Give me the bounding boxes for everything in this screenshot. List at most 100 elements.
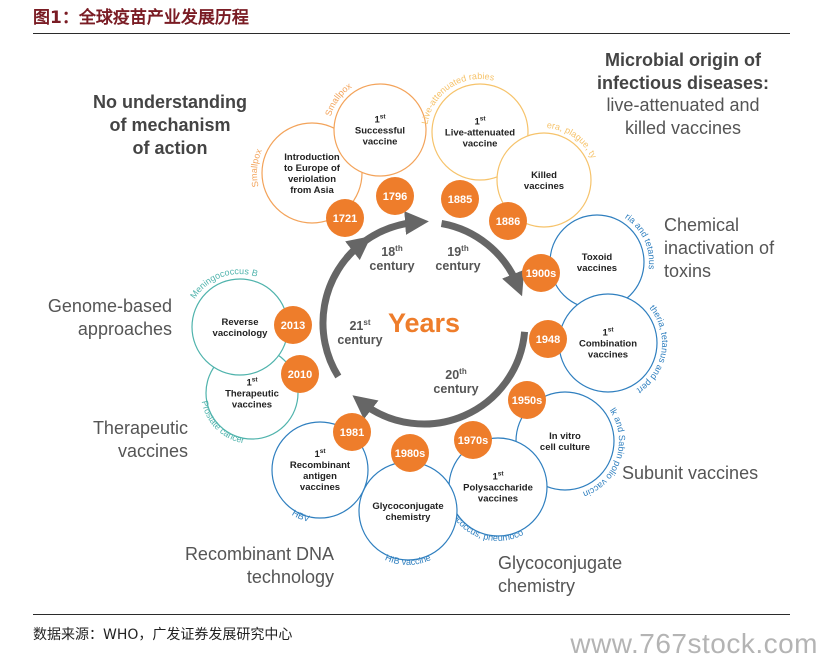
year-badge-label: 1981 bbox=[340, 427, 364, 439]
ordinal-number: 1 bbox=[492, 472, 498, 483]
ordinal-suffix: st bbox=[320, 448, 327, 455]
milestone-circle bbox=[333, 83, 427, 177]
century-ordinal: 21st bbox=[349, 318, 370, 333]
milestone-text: chemistry bbox=[386, 512, 432, 523]
ordinal-suffix: st bbox=[498, 471, 505, 478]
top-divider bbox=[33, 33, 790, 34]
milestone-text: Combination bbox=[579, 339, 637, 350]
milestone-text: vaccines bbox=[300, 482, 340, 493]
milestone-text: Therapeutic bbox=[225, 389, 279, 400]
year-badge bbox=[441, 180, 479, 218]
milestone-text: Recombinant bbox=[290, 460, 351, 471]
milestone-text: vaccines bbox=[588, 350, 628, 361]
ordinal-number: 1 bbox=[474, 117, 480, 128]
ordinal-suffix: st bbox=[608, 327, 615, 334]
year-badge-label: 1796 bbox=[383, 191, 407, 203]
milestone-text: vaccines bbox=[524, 181, 564, 192]
century-word: century bbox=[435, 259, 480, 273]
milestone-circle bbox=[496, 132, 592, 228]
milestone-text: vaccines bbox=[577, 263, 617, 274]
ordinal-suffix: st bbox=[480, 116, 487, 123]
century-word: century bbox=[369, 259, 414, 273]
year-badge-label: 1970s bbox=[458, 435, 489, 447]
watermark: www.767stock.com bbox=[570, 628, 818, 659]
century-word: century bbox=[433, 382, 478, 396]
milestone-text: Toxoid bbox=[582, 252, 613, 263]
milestone-text: to Europe of bbox=[284, 163, 341, 174]
milestone-ordinal: 1st bbox=[374, 114, 386, 126]
milestone-text: vaccines bbox=[478, 494, 518, 505]
milestone-text: from Asia bbox=[290, 185, 334, 196]
ordinal-number: 1 bbox=[374, 115, 380, 126]
century-number: 21 bbox=[349, 319, 363, 333]
milestone-text: In vitro bbox=[549, 431, 581, 442]
year-badge-label: 2013 bbox=[281, 320, 305, 332]
year-badge bbox=[281, 355, 319, 393]
year-badge bbox=[376, 177, 414, 215]
cycle-arrows bbox=[319, 211, 529, 428]
year-badge-label: 1900s bbox=[526, 268, 557, 280]
century-suffix: th bbox=[395, 244, 403, 253]
ordinal-number: 1 bbox=[314, 449, 320, 460]
category-label-microbial: Microbial origin of bbox=[605, 50, 762, 70]
milestone-ordinal: 1st bbox=[602, 327, 614, 339]
category-label-subunit: Subunit vaccines bbox=[622, 463, 758, 483]
year-badge bbox=[529, 320, 567, 358]
milestone-arc-label: Smallpox bbox=[249, 147, 264, 188]
source-note: 数据来源：WHO，广发证券发展研究中心 bbox=[33, 627, 293, 643]
category-label-microbial-sub: live-attenuated and bbox=[606, 95, 759, 115]
century-ordinal: 19th bbox=[447, 244, 469, 259]
year-badge bbox=[391, 434, 429, 472]
century-number: 20 bbox=[445, 368, 459, 382]
cycle-arrow-3 bbox=[352, 331, 529, 428]
ordinal-number: 1 bbox=[246, 378, 252, 389]
milestone-ordinal: 1st bbox=[474, 116, 486, 128]
category-label-recomb: Recombinant DNA bbox=[185, 544, 334, 564]
milestone-ordinal: 1st bbox=[492, 471, 504, 483]
milestone-ordinal: 1st bbox=[246, 377, 258, 389]
category-label-no-mech: of mechanism bbox=[109, 115, 230, 135]
milestone-text: vaccines bbox=[232, 400, 272, 411]
milestone-circle bbox=[261, 122, 363, 224]
year-badge-label: 1885 bbox=[448, 194, 472, 206]
milestone-arc-label: HIB vaccine bbox=[384, 552, 432, 567]
milestone-text: Reverse bbox=[222, 317, 259, 328]
century-ordinal: 20th bbox=[445, 367, 467, 382]
figure-title: 图1：全球疫苗产业发展历程 bbox=[33, 8, 249, 28]
century-ordinal: 18th bbox=[381, 244, 403, 259]
milestone-text: Introduction bbox=[284, 152, 340, 163]
century-suffix: th bbox=[459, 367, 467, 376]
milestone-text: cell culture bbox=[540, 442, 590, 453]
century-suffix: th bbox=[461, 244, 469, 253]
category-label-chemical: inactivation of bbox=[664, 238, 775, 258]
year-badge bbox=[489, 202, 527, 240]
milestone-text: Killed bbox=[531, 170, 557, 181]
year-badge bbox=[333, 413, 371, 451]
century-suffix: st bbox=[363, 318, 370, 327]
category-label-no-mech: No understanding bbox=[93, 92, 247, 112]
milestone-text: Glycoconjugate bbox=[372, 501, 443, 512]
category-label-glyco: chemistry bbox=[498, 576, 575, 596]
year-badge-label: 1721 bbox=[333, 213, 357, 225]
category-label-therapeutic: vaccines bbox=[118, 441, 188, 461]
year-badge-label: 1980s bbox=[395, 448, 426, 460]
category-label-recomb: technology bbox=[247, 567, 334, 587]
century-word: century bbox=[337, 333, 382, 347]
year-badge-label: 1948 bbox=[536, 334, 560, 346]
center-years-label: Years bbox=[388, 308, 460, 338]
category-label-chemical: toxins bbox=[664, 261, 711, 281]
bottom-divider bbox=[33, 614, 790, 615]
category-label-genome: Genome-based bbox=[48, 296, 172, 316]
milestone-text: Successful bbox=[355, 126, 405, 137]
year-badge bbox=[274, 306, 312, 344]
milestone-text: antigen bbox=[303, 471, 337, 482]
